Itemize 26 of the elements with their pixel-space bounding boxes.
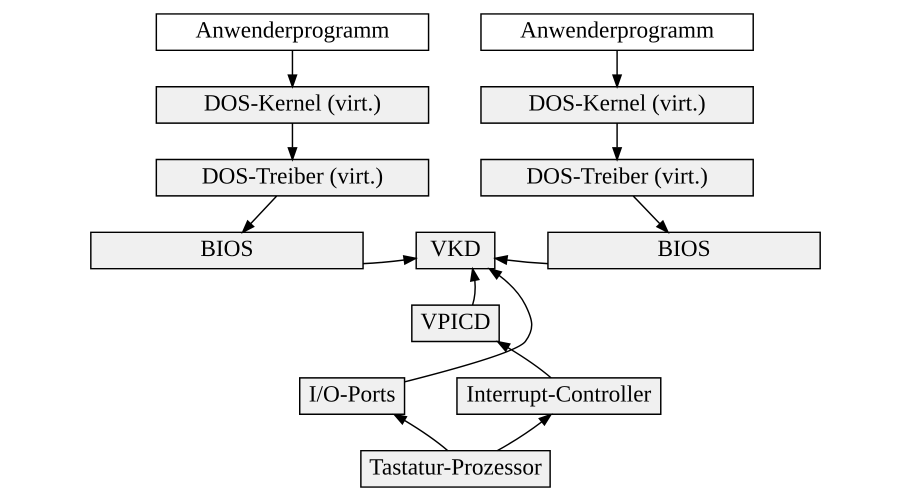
arrow xyxy=(496,340,552,378)
arrow xyxy=(497,413,553,452)
arrow xyxy=(287,50,298,89)
arrow xyxy=(363,255,418,266)
arrow xyxy=(404,267,532,383)
arrow xyxy=(287,123,298,162)
node-box: DOS-Kernel (virt.) xyxy=(156,86,430,124)
node-box: BIOS xyxy=(90,232,364,270)
node-box: I/O-Ports xyxy=(299,377,406,415)
node-box: VKD xyxy=(415,232,496,270)
arrow xyxy=(493,255,548,266)
arrow xyxy=(241,196,278,234)
node-box: VPICD xyxy=(411,304,500,342)
node-box: Anwenderprogramm xyxy=(480,13,754,52)
arrow xyxy=(470,266,480,306)
arrow xyxy=(612,123,622,162)
arrow xyxy=(632,196,670,234)
arrow xyxy=(392,413,448,452)
arrow xyxy=(612,50,622,89)
node-box: BIOS xyxy=(547,232,821,270)
node-box: DOS-Treiber (virt.) xyxy=(480,158,754,197)
node-box: Interrupt-Controller xyxy=(456,377,662,415)
node-box: Anwenderprogramm xyxy=(156,13,430,52)
node-box: DOS-Treiber (virt.) xyxy=(156,158,430,197)
node-box: Tastatur-Prozessor xyxy=(360,450,551,488)
node-box: DOS-Kernel (virt.) xyxy=(480,86,754,124)
